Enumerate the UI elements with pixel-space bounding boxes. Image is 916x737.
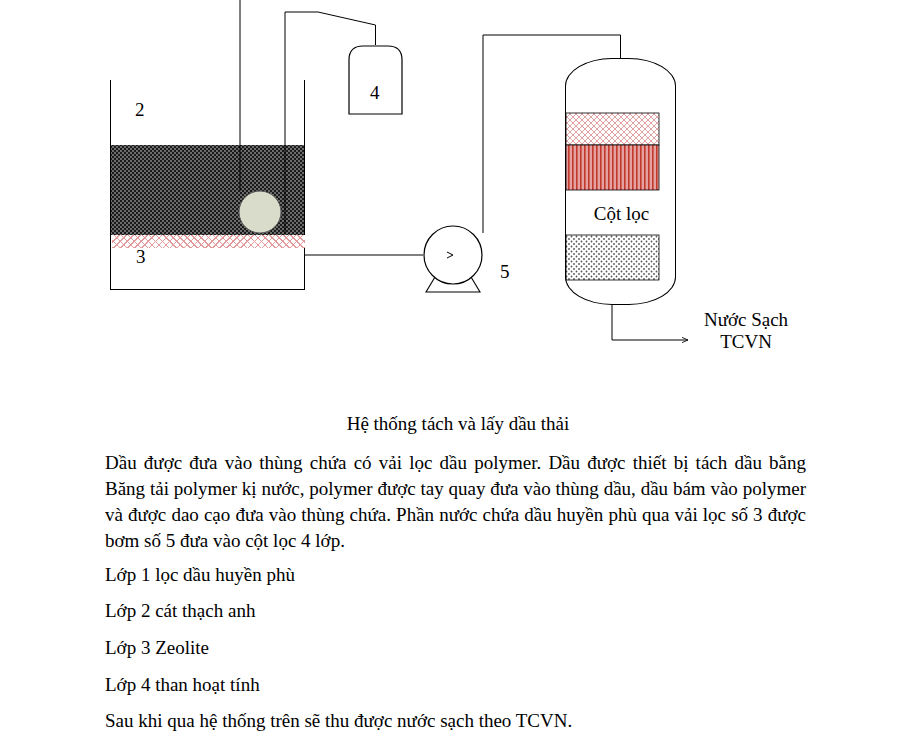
filter-column: Cột lọc <box>565 58 676 305</box>
oil-layer <box>111 145 304 235</box>
list-item: Lớp 1 lọc dầu huyền phù <box>105 564 295 586</box>
belt-line <box>285 80 286 234</box>
callout-number: 4 <box>370 82 380 104</box>
roller <box>239 191 281 233</box>
outlet-label: Nước Sạch TCVN <box>690 309 802 353</box>
filter-cloth: 3 <box>112 235 305 248</box>
filter-layer <box>566 235 659 280</box>
list-item: Lớp 2 cát thạch anh <box>105 600 255 622</box>
figure-caption: Hệ thống tách và lấy dầu thải <box>0 413 916 435</box>
container-outline <box>348 45 403 115</box>
node-label: Cột lọc <box>566 203 677 225</box>
note: Sau khi qua hệ thống trên sẽ thu được nư… <box>105 710 572 732</box>
callout-number: 2 <box>135 99 145 121</box>
filter-layer <box>566 145 659 190</box>
separation-tank: 32 <box>110 80 305 290</box>
pump-outline <box>423 225 483 285</box>
outlet-pipe <box>612 305 688 340</box>
filter-layer <box>566 113 659 145</box>
description: Dầu được đưa vào thùng chứa có vải lọc d… <box>105 450 806 554</box>
callout-number: 3 <box>136 246 146 268</box>
list-item: Lớp 4 than hoạt tính <box>105 674 260 696</box>
pipe-connector <box>305 255 423 256</box>
pump: 5 <box>423 225 483 285</box>
oil-container: 4 <box>348 45 403 115</box>
list-item: Lớp 3 Zeolite <box>105 637 209 659</box>
belt-line <box>240 0 241 191</box>
callout-number: 5 <box>500 261 510 283</box>
